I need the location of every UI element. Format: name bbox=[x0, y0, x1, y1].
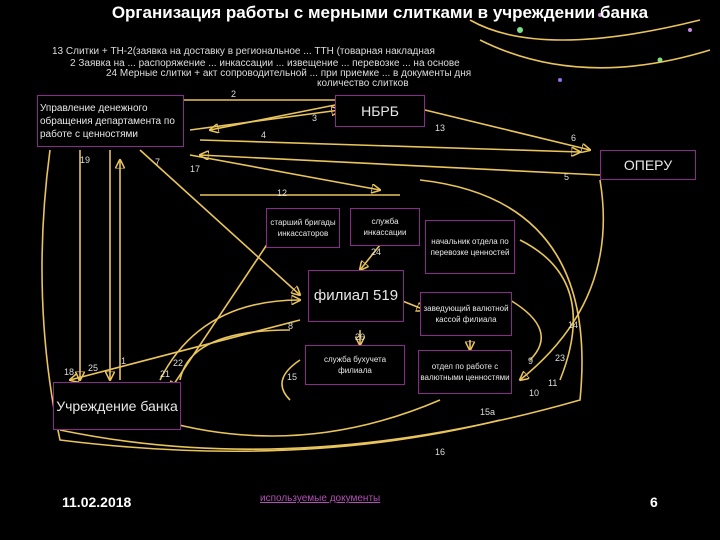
node-starshiy: старший бригады инкассаторов bbox=[266, 208, 340, 248]
node-otdel: отдел по работе с валютными ценностями bbox=[418, 350, 512, 394]
footer-date: 11.02.2018 bbox=[62, 494, 132, 510]
edge-label: 8 bbox=[288, 321, 294, 331]
edge-label: 14 bbox=[568, 320, 579, 330]
edge-label: 4 bbox=[261, 130, 267, 140]
edge-label: 6 bbox=[571, 133, 577, 143]
edge-label: 11 bbox=[548, 378, 558, 388]
edge-label: 1 bbox=[121, 356, 127, 366]
edge-label: 5 bbox=[564, 172, 570, 182]
node-buhgalteriya: служба бухучета филиала bbox=[305, 345, 405, 385]
node-nachalnik: начальник отдела по перевозке ценностей bbox=[425, 220, 515, 274]
edge-label: 19 bbox=[80, 155, 91, 165]
node-uchrezhdenie: Учреждение банка bbox=[53, 382, 181, 430]
overlapping-text-line2: 2 Заявка на ... распоряжение ... инкасса… bbox=[70, 58, 460, 69]
documents-link[interactable]: используемые документы bbox=[260, 493, 381, 504]
edge-label: 16 bbox=[435, 447, 446, 457]
overlapping-text-line4: количество слитков bbox=[317, 78, 409, 89]
edge-label: 9 bbox=[528, 356, 534, 366]
edge-label: 2 bbox=[231, 89, 237, 99]
overlapping-text-line1: 13 Слитки + ТН-2(заявка на доставку в ре… bbox=[52, 46, 435, 57]
edge-label: 22 bbox=[173, 358, 184, 368]
edge-label: 18 bbox=[64, 367, 75, 377]
edge-label: 7 bbox=[155, 157, 161, 167]
overlapping-text-line3: 24 Мерные слитки + акт сопроводительной … bbox=[106, 68, 472, 79]
edge-label: 20 bbox=[355, 332, 366, 342]
node-sluzhba-inkassacii: служба инкассации bbox=[350, 208, 420, 246]
edge-label: 13 bbox=[435, 123, 446, 133]
edge-label: 24 bbox=[371, 247, 382, 257]
node-upravlenie: Управление денежного обращения департаме… bbox=[37, 95, 184, 147]
node-filial: филиал 519 bbox=[308, 270, 404, 322]
node-zaveduyushiy: заведующий валютной кассой филиала bbox=[420, 292, 512, 336]
edge-label: 10 bbox=[529, 388, 540, 398]
edge-label: 3 bbox=[312, 113, 318, 123]
edge-label: 25 bbox=[88, 363, 99, 373]
node-operu: ОПЕРУ bbox=[600, 150, 696, 180]
edge-label: 23 bbox=[555, 353, 566, 363]
node-nbrb: НБРБ bbox=[335, 95, 425, 127]
edge-label: 15 bbox=[287, 372, 298, 382]
edge-label: 21 bbox=[160, 369, 171, 379]
edge-label: 17 bbox=[190, 164, 201, 174]
edge-label: 12 bbox=[277, 188, 288, 198]
sparkle-decoration bbox=[469, 13, 711, 82]
page-title: Организация работы с мерными слитками в … bbox=[111, 3, 649, 22]
edge-label: 15а bbox=[480, 407, 496, 417]
page-number: 6 bbox=[650, 494, 658, 510]
